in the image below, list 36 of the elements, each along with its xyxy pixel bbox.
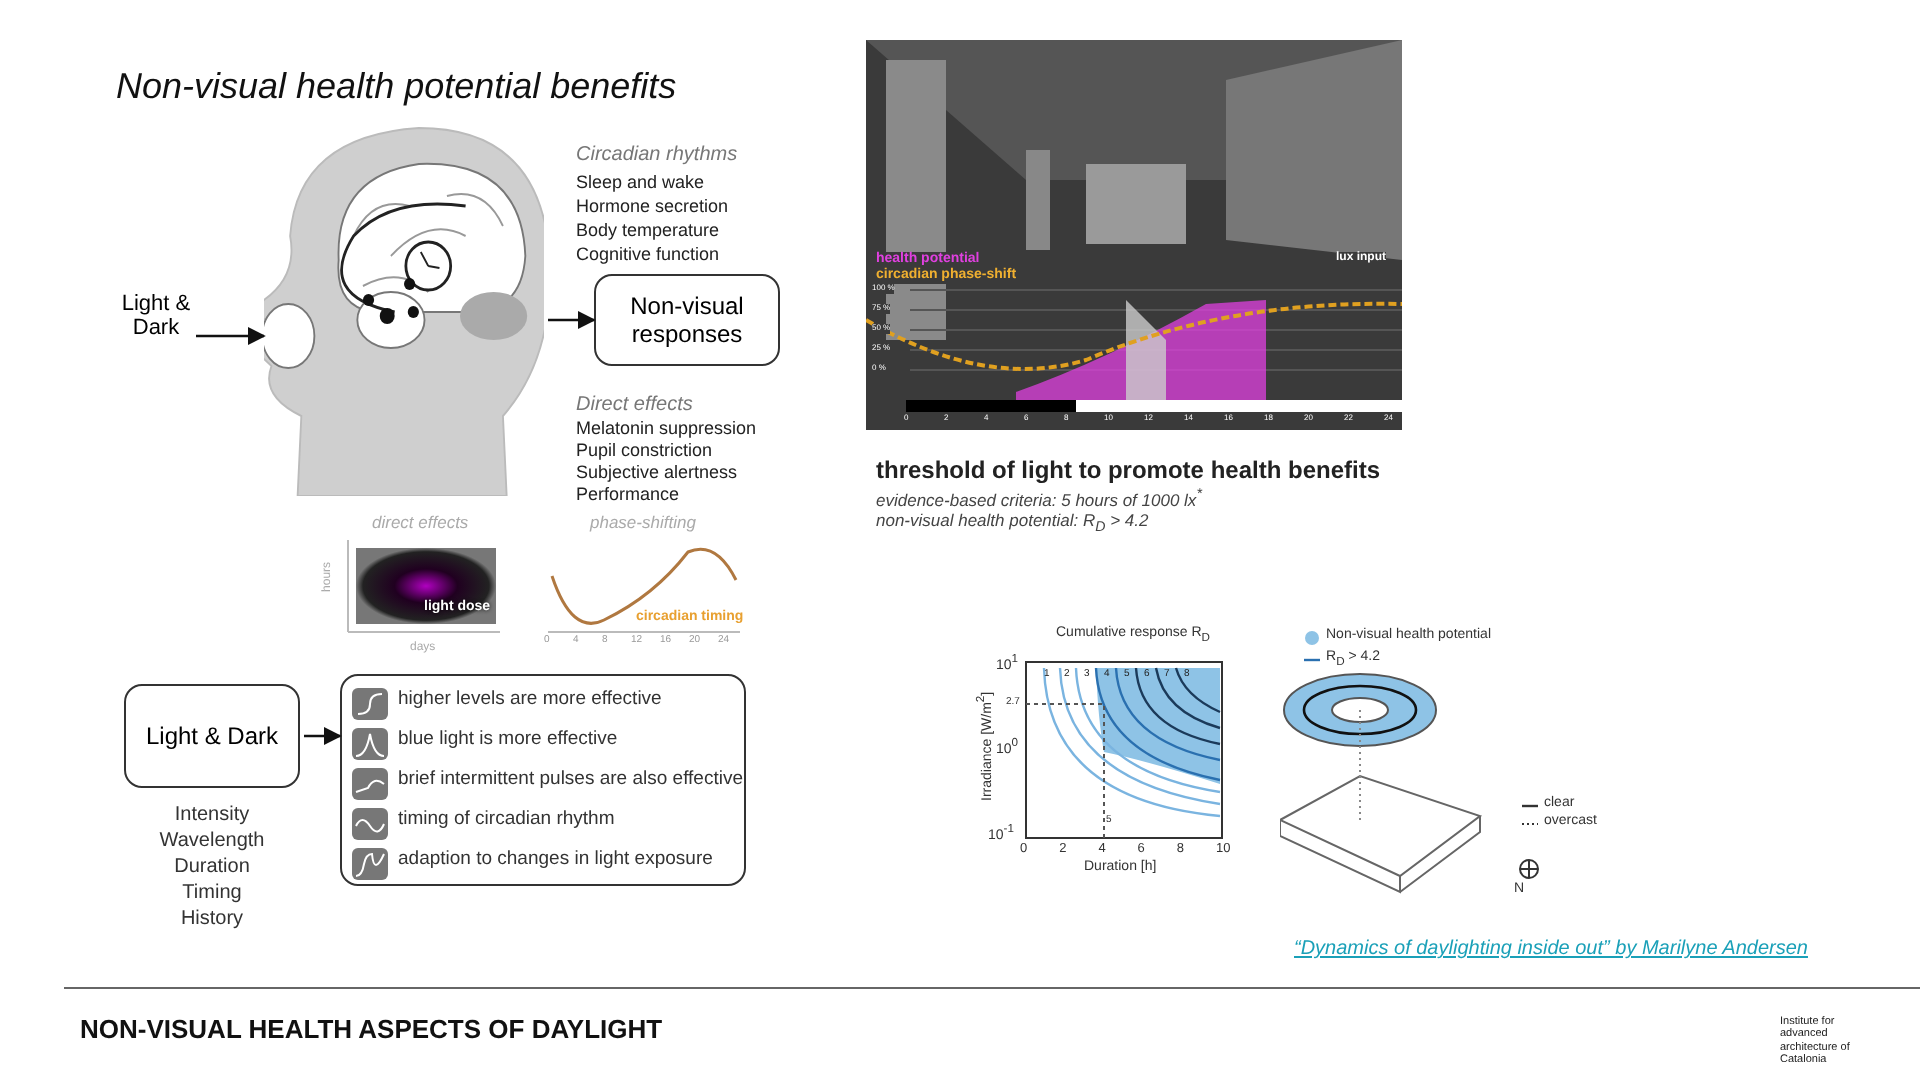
input-text: Light & Dark — [120, 292, 192, 380]
footer-title: NON-VISUAL HEALTH ASPECTS OF DAYLIGHT — [80, 1016, 663, 1046]
bullet-item: Cognitive function — [576, 244, 720, 265]
heading-text: Circadian rhythms — [576, 144, 738, 167]
bullet-item: Hormone secretion — [576, 196, 729, 217]
arrow — [548, 310, 596, 330]
parameter-text: History — [180, 908, 244, 931]
parameter-text: Intensity — [174, 804, 250, 827]
effect-text: brief intermittent pulses are also effective — [398, 770, 743, 792]
effect-text: timing of circadian rhythm — [398, 810, 615, 832]
bullet-item: Body temperature — [576, 220, 720, 241]
arrow — [196, 326, 266, 346]
note-text: evidence-based criteria: 5 hours of 1000 lx$^{*}$ — [876, 486, 1202, 512]
effect-text: higher levels are more effective — [398, 690, 662, 712]
process-box: Light & Dark — [124, 684, 300, 788]
heading-text: threshold of light to promote health benefits — [876, 458, 1380, 486]
chart-title: phase-shifting — [590, 514, 696, 534]
effect-text: adaption to changes in light exposure — [398, 850, 713, 872]
parameter-text: Wavelength — [159, 830, 265, 853]
bullet-item: Performance — [576, 484, 680, 505]
process-box: Non-visual responses — [594, 274, 780, 366]
slide-title: Non-visual health potential benefits — [116, 66, 677, 108]
bullet-item: Melatonin suppression — [576, 418, 757, 439]
bullet-item: Sleep and wake — [576, 172, 705, 193]
head-illustration — [264, 124, 544, 496]
bullet-item: Pupil constriction — [576, 440, 713, 461]
effect-text: blue light is more effective — [398, 730, 618, 752]
source-link: “Dynamics of daylighting inside out” by Marilyne Andersen — [1294, 938, 1808, 961]
effects-panel — [340, 674, 746, 886]
chart-title: direct effects — [372, 514, 469, 534]
note-text: non-visual health potential: R$_{D}$ > 4.2 — [876, 512, 1149, 536]
parameter-text: Timing — [182, 882, 242, 905]
arrow — [304, 726, 342, 746]
bullet-item: Subjective alertness — [576, 462, 738, 483]
heading-text: Direct effects — [576, 394, 693, 417]
parameter-text: Duration — [174, 856, 250, 879]
